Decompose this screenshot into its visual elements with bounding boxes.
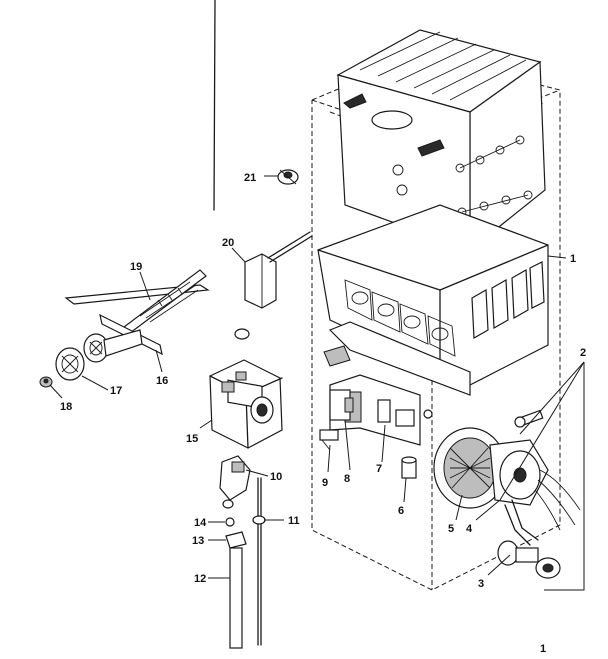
callout-12: 12 <box>194 573 206 585</box>
callout-19: 19 <box>130 261 142 273</box>
page-number: 1 <box>540 643 546 655</box>
callout-9: 9 <box>322 477 328 489</box>
callout-3: 3 <box>478 578 484 590</box>
callout-13: 13 <box>192 535 204 547</box>
callout-21: 21 <box>244 172 256 184</box>
gas-valve <box>209 328 283 449</box>
callout-1: 1 <box>570 253 576 265</box>
hot-surface-igniter <box>401 456 417 479</box>
callout-14: 14 <box>194 517 207 529</box>
inducer-blower <box>433 409 581 579</box>
callout-17: 17 <box>110 385 122 397</box>
callout-11: 11 <box>288 515 300 527</box>
leader-lines <box>49 175 567 579</box>
part-2-bracket <box>544 362 585 591</box>
callout-10: 10 <box>270 471 282 483</box>
callout-labels: 1 2 3 4 5 6 7 8 9 10 11 12 13 14 15 16 1… <box>60 172 586 655</box>
reference-line <box>213 0 216 211</box>
callout-6: 6 <box>398 505 404 517</box>
flame-sensor <box>244 231 313 309</box>
burner-orifice-parts <box>55 329 143 381</box>
callout-2: 2 <box>580 347 586 359</box>
callout-7: 7 <box>376 463 382 475</box>
callout-20: 20 <box>222 237 234 249</box>
callout-5: 5 <box>448 523 454 535</box>
rollout-switch <box>277 169 299 185</box>
pilot-tubing-assembly <box>219 455 266 649</box>
limit-switch-assembly <box>319 389 354 451</box>
callout-4: 4 <box>466 523 473 535</box>
callout-18: 18 <box>60 401 72 413</box>
callout-8: 8 <box>344 473 350 485</box>
screw <box>39 376 53 388</box>
heat-exchanger <box>317 29 549 396</box>
callout-16: 16 <box>156 375 168 387</box>
callout-15: 15 <box>186 433 198 445</box>
